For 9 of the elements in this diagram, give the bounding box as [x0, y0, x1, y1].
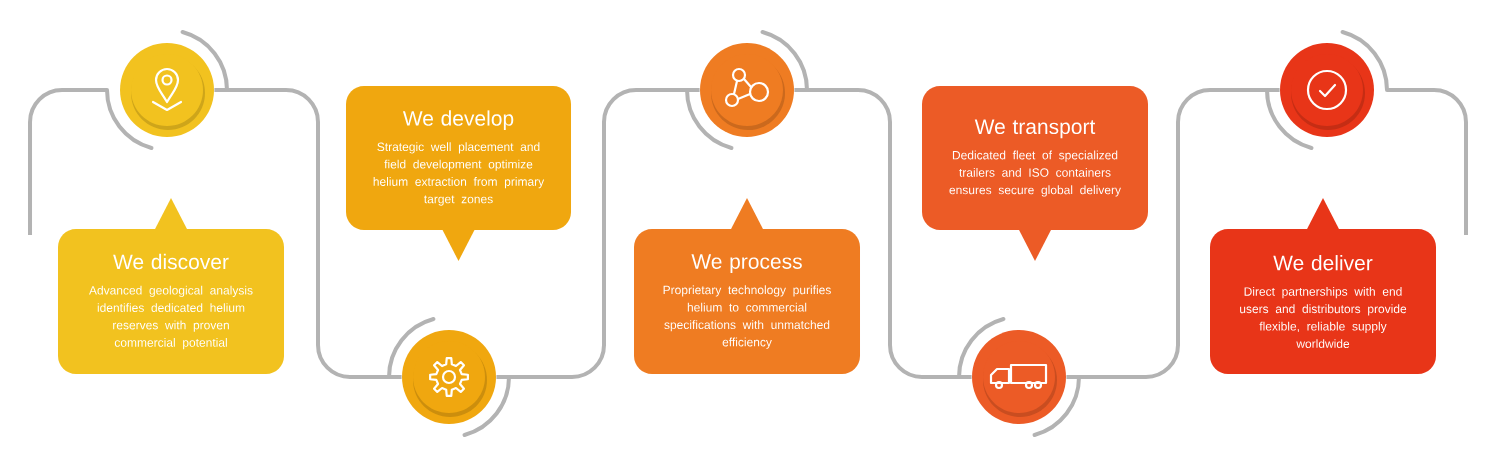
connector-line	[1066, 88, 1280, 379]
connector-line	[214, 88, 402, 379]
callout-box: We transport Dedicated fleet of specialized trailers and ISO containers ensures secure global delivery	[922, 86, 1148, 261]
connector-line	[496, 88, 700, 379]
callout-box: We discover Advanced geological analysis identifies dedicated helium reserves with proven commercial potential	[58, 198, 284, 374]
connector-line	[794, 88, 972, 379]
callout-box: We process Proprietary technology purifies helium to commercial specifications with unmatched efficiency	[634, 198, 860, 374]
callout-box: We deliver Direct partnerships with end users and distributors provide flexible, reliable supply worldwide	[1210, 198, 1436, 374]
callout-box: We develop Strategic well placement and field development optimize helium extraction from primary target zones	[346, 86, 571, 261]
